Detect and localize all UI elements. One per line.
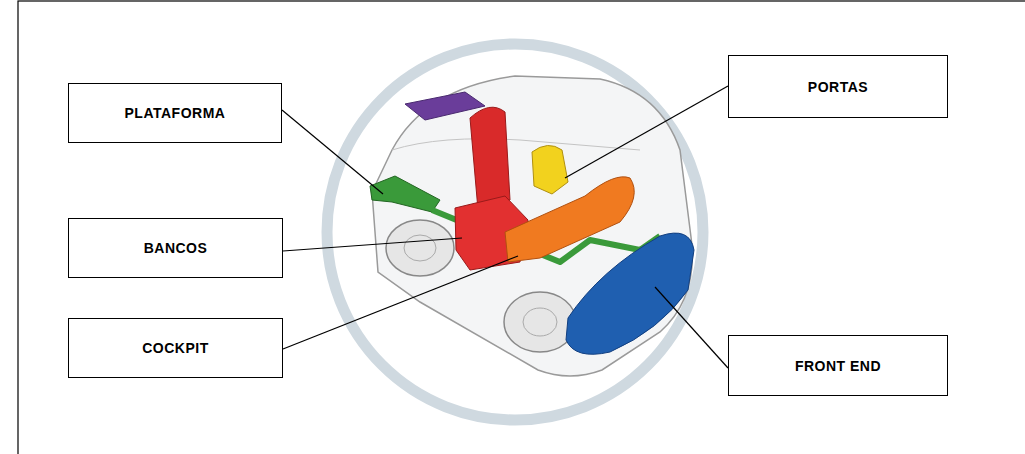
car bbox=[370, 76, 694, 376]
label-text: BANCOS bbox=[144, 240, 208, 256]
label-box: BANCOS bbox=[68, 218, 283, 278]
label-box: PLATAFORMA bbox=[68, 83, 282, 143]
leader-lines bbox=[282, 86, 728, 368]
label-text: COCKPIT bbox=[142, 340, 209, 356]
label-box: FRONT END bbox=[728, 335, 948, 396]
ring bbox=[327, 44, 703, 420]
frame bbox=[18, 1, 1025, 454]
label-box: PORTAS bbox=[728, 55, 948, 118]
label-text: FRONT END bbox=[795, 358, 881, 374]
label-text: PORTAS bbox=[808, 79, 868, 95]
label-text: PLATAFORMA bbox=[125, 105, 226, 121]
label-box: COCKPIT bbox=[68, 318, 283, 378]
